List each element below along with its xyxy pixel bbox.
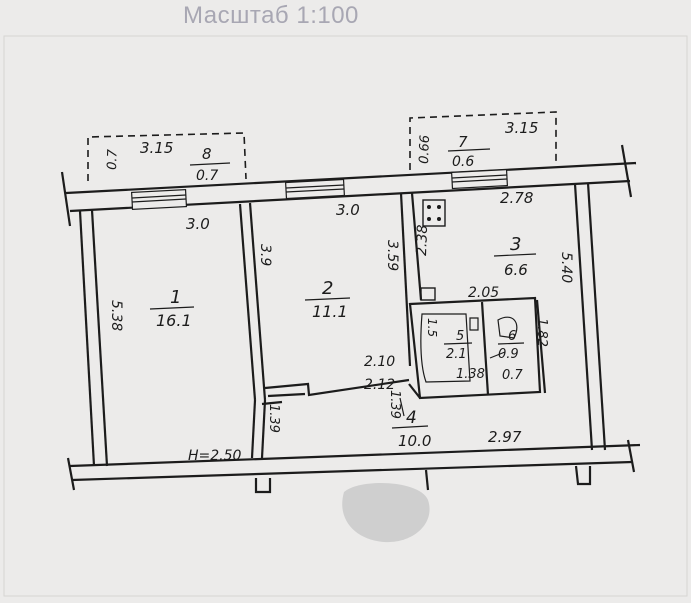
partition-bath-wc bbox=[480, 301, 490, 396]
toilet-icon bbox=[497, 316, 518, 339]
room-5-number: 5 bbox=[456, 329, 464, 344]
partition-1-2-a bbox=[238, 203, 257, 401]
bath-side-dimension: 1.5 bbox=[425, 318, 439, 337]
window-room-2 bbox=[284, 178, 346, 200]
room-6-fraction-line bbox=[497, 342, 525, 345]
entrance-stub-left bbox=[254, 478, 272, 494]
balcony-8-fraction-line bbox=[189, 162, 231, 166]
exterior-wall-bottom-outer bbox=[71, 460, 633, 482]
hall-dimension-b: 2.12 bbox=[364, 377, 395, 393]
scale-title: Масштаб 1:100 bbox=[183, 2, 359, 29]
room-2-number: 2 bbox=[322, 278, 333, 299]
room-1-length: 5.38 bbox=[108, 300, 124, 331]
wall-end-bottom-right bbox=[626, 439, 636, 473]
balcony-7-number: 7 bbox=[458, 133, 468, 151]
balcony-8-area: 0.7 bbox=[196, 168, 218, 184]
room-4-number: 4 bbox=[406, 408, 417, 428]
bath-width: 1.38 bbox=[456, 367, 485, 382]
hall-dimension-a: 2.10 bbox=[364, 354, 395, 370]
wc-side-dimension: 1.82 bbox=[534, 318, 549, 347]
balcony-7-depth: 0.66 bbox=[417, 135, 433, 164]
kitchen-left-dimension: 2.38 bbox=[414, 224, 431, 256]
sheet-border bbox=[3, 35, 688, 597]
room-3-fraction-line bbox=[493, 253, 537, 257]
exterior-wall-bottom-inner bbox=[69, 443, 641, 468]
window-room-1 bbox=[130, 188, 188, 211]
room-4-fraction-line bbox=[391, 425, 429, 429]
balcony-8-depth: 0.7 bbox=[105, 148, 121, 170]
smudge-mark bbox=[342, 482, 430, 543]
room-1-number: 1 bbox=[170, 287, 181, 308]
partition-hall-corner bbox=[408, 383, 421, 399]
room-2-left-dimension: 3.9 bbox=[257, 244, 273, 266]
hall-dimension-c: 1.39 bbox=[387, 390, 402, 419]
wc-width: 0.7 bbox=[502, 368, 523, 383]
entrance-stub-right bbox=[574, 465, 592, 486]
bathtub-icon bbox=[420, 313, 471, 383]
balcony-8-outline bbox=[87, 132, 247, 181]
stove-burner-icon bbox=[437, 217, 441, 221]
wall-end-bottom-left bbox=[66, 457, 76, 491]
partition-1-hall-a bbox=[250, 399, 257, 459]
room-4-area: 10.0 bbox=[398, 432, 431, 450]
wc-door-icon bbox=[489, 351, 506, 359]
exterior-wall-left-outer bbox=[78, 210, 96, 467]
exterior-wall-right-outer bbox=[586, 182, 607, 451]
stove-burner-icon bbox=[427, 205, 431, 209]
window-kitchen bbox=[450, 168, 509, 190]
stove-icon bbox=[422, 199, 446, 227]
room-5-fraction-line bbox=[443, 342, 473, 345]
kitchen-right-dimension: 5.40 bbox=[558, 252, 574, 283]
corridor-segment bbox=[261, 400, 283, 406]
kitchen-width: 2.78 bbox=[500, 189, 533, 207]
room-1-area: 16.1 bbox=[156, 311, 192, 330]
bath-tap-icon bbox=[469, 317, 479, 331]
corridor-dimension: 1.39 bbox=[266, 404, 281, 433]
partition-2-3-a bbox=[399, 192, 412, 367]
exterior-wall-top-outer bbox=[65, 161, 637, 195]
balcony-8-width: 3.15 bbox=[140, 139, 173, 157]
exterior-wall-left-inner bbox=[90, 209, 109, 467]
room-2-fraction-line bbox=[304, 297, 351, 301]
room-6-area: 0.9 bbox=[498, 347, 519, 362]
balcony-7-width: 3.15 bbox=[505, 119, 538, 137]
room-1-fraction-line bbox=[149, 306, 195, 310]
hall-bottom-dimension: 2.97 bbox=[488, 428, 522, 446]
kitchen-sink-icon bbox=[420, 287, 436, 301]
partition-2-hall-a bbox=[264, 378, 410, 397]
room-5-area: 2.1 bbox=[446, 347, 467, 362]
stove-burner-icon bbox=[427, 217, 431, 221]
ceiling-height: H=2.50 bbox=[188, 448, 242, 464]
room-6-number: 6 bbox=[508, 329, 516, 344]
hall-notch bbox=[399, 397, 405, 417]
room-3-number: 3 bbox=[510, 234, 521, 255]
stove-burner-icon bbox=[437, 205, 441, 209]
partition-2-3-b bbox=[410, 192, 423, 301]
balcony-7-area: 0.6 bbox=[452, 154, 474, 170]
room-2-width: 3.0 bbox=[336, 201, 360, 219]
wall-end-right bbox=[620, 144, 633, 198]
partition-1-2-b bbox=[248, 202, 267, 401]
room-2-area: 11.1 bbox=[312, 302, 348, 321]
partition-2-hall-b bbox=[267, 392, 306, 398]
wall-end-left bbox=[60, 171, 72, 227]
exterior-wall-right-inner bbox=[573, 183, 594, 451]
partition-kitchen-right bbox=[535, 299, 547, 394]
balcony-7-fraction-line bbox=[447, 148, 491, 152]
partition-1-hall-b bbox=[260, 399, 267, 459]
room-3-area: 6.6 bbox=[504, 261, 528, 279]
kitchen-inner-dimension: 2.05 bbox=[468, 285, 499, 301]
sanitary-block-outline bbox=[408, 296, 542, 400]
room-2-right-dimension: 3.59 bbox=[384, 240, 400, 271]
balcony-8-number: 8 bbox=[202, 145, 212, 163]
room-1-width: 3.0 bbox=[186, 215, 210, 233]
balcony-7-outline bbox=[409, 111, 557, 170]
entrance-stub-middle bbox=[424, 469, 430, 491]
